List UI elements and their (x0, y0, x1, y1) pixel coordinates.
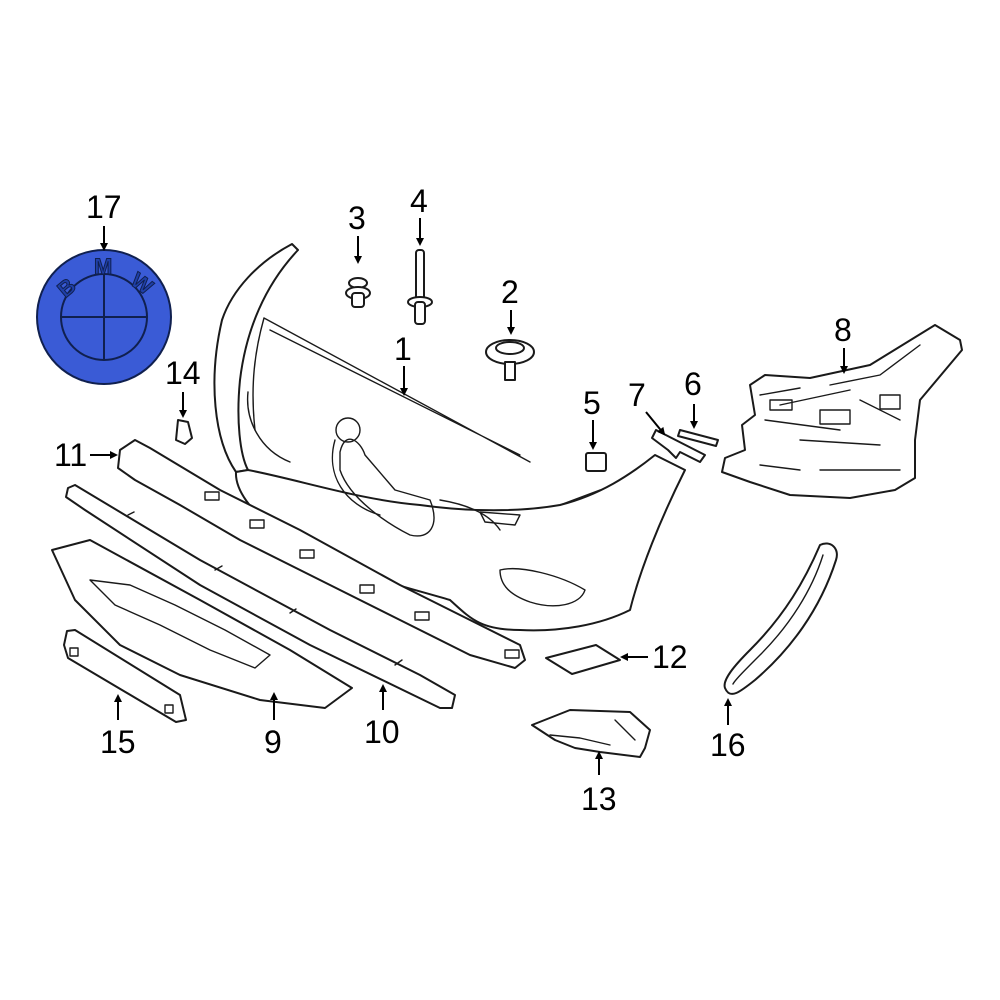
small-cover-part[interactable] (545, 644, 621, 675)
bumper-cover-part[interactable] (213, 243, 686, 632)
callout-11[interactable]: 11 (54, 437, 87, 473)
callout-12[interactable]: 12 (652, 639, 688, 675)
clip-part[interactable] (345, 277, 371, 308)
callout-15[interactable]: 15 (100, 724, 136, 760)
grommet-part[interactable] (485, 339, 535, 381)
callout-4[interactable]: 4 (410, 183, 428, 219)
splitter-part[interactable] (51, 539, 353, 709)
callout-10[interactable]: 10 (364, 714, 400, 750)
support-bracket-part[interactable] (117, 439, 526, 669)
callout-7[interactable]: 7 (628, 377, 646, 413)
callout-13[interactable]: 13 (581, 781, 617, 817)
emblem-letter-m: M (94, 254, 112, 279)
callout-6[interactable]: 6 (684, 366, 702, 402)
callout-3[interactable]: 3 (348, 200, 366, 236)
leader-lines (90, 218, 848, 775)
callout-14[interactable]: 14 (165, 355, 201, 391)
carrier-part[interactable] (721, 324, 963, 499)
callout-17[interactable]: 17 (86, 189, 122, 225)
small-cap-part[interactable] (175, 419, 193, 445)
license-plate-base-part[interactable] (63, 629, 187, 723)
callout-16[interactable]: 16 (710, 727, 746, 763)
callout-8[interactable]: 8 (834, 312, 852, 348)
callout-1[interactable]: 1 (394, 331, 412, 367)
trim-strip-part[interactable] (65, 484, 456, 709)
clip-nut-part[interactable] (585, 452, 607, 472)
pin-part[interactable] (407, 249, 433, 325)
air-duct-part[interactable] (531, 709, 651, 758)
emblem-part[interactable]: B M W (36, 249, 172, 385)
callout-9[interactable]: 9 (264, 724, 282, 760)
callout-2[interactable]: 2 (501, 274, 519, 310)
callout-5[interactable]: 5 (583, 385, 601, 421)
trim-ring-part[interactable] (723, 542, 838, 695)
bracket-part-7[interactable] (651, 429, 706, 463)
callout-labels: 17 3 4 2 1 8 14 6 7 5 11 12 15 9 10 16 1… (54, 183, 852, 817)
bracket-part-6[interactable] (677, 429, 719, 447)
